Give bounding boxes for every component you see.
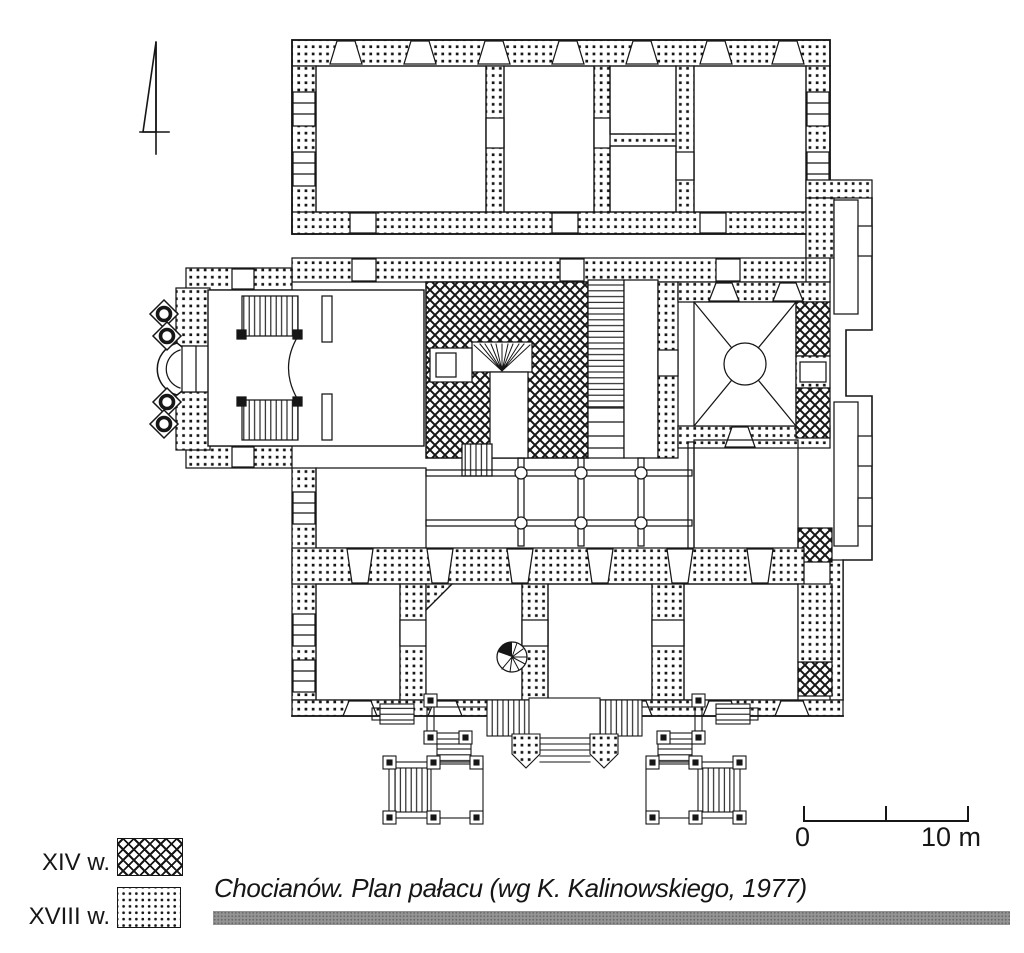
medieval-core <box>425 281 589 459</box>
scale-tick-middle <box>885 806 887 820</box>
figure-caption: Chocianów. Plan pałacu (wg K. Kalinowski… <box>214 873 807 903</box>
dotted-pattern-swatch <box>117 887 181 928</box>
crosshatch-pattern-swatch <box>117 838 183 876</box>
vaulted-hall <box>677 281 831 449</box>
stair-hall <box>587 279 679 459</box>
divider-bar <box>213 911 1010 925</box>
legend-label-xiv: XIV w. <box>41 849 110 876</box>
west-wing <box>148 267 425 469</box>
scale-tick-end <box>967 806 969 820</box>
scale-bar <box>803 806 969 822</box>
north-arrow-icon <box>139 41 170 155</box>
north-range <box>291 39 831 235</box>
scale-end-label: 10 m <box>921 822 982 852</box>
scale-tick-start <box>803 806 805 820</box>
terrace-stairs <box>371 693 759 825</box>
terrace-pillars <box>382 693 747 825</box>
garden-gallery <box>291 439 805 585</box>
south-range <box>291 583 844 717</box>
scale-start-label: 0 <box>795 822 811 852</box>
legend-label-xviii: XVIII w. <box>28 903 110 930</box>
east-bay <box>797 179 873 701</box>
spiral-stair-icon <box>496 641 528 673</box>
